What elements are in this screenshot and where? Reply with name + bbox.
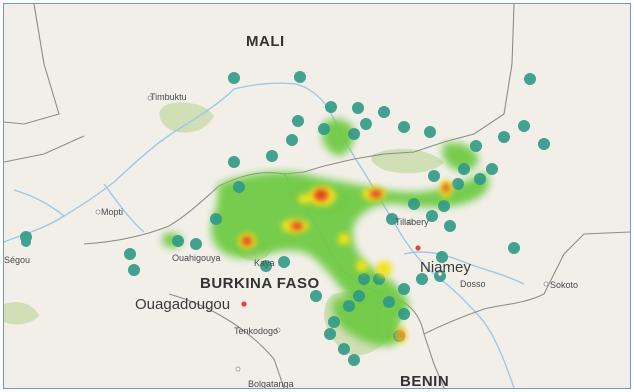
label-timbuktu: Timbuktu bbox=[150, 92, 187, 102]
capital-marker-niamey[interactable] bbox=[415, 245, 421, 251]
label-sokoto: Sokoto bbox=[550, 280, 578, 290]
label-burkina-faso: BURKINA FASO bbox=[200, 275, 320, 292]
label-dosso: Dosso bbox=[460, 279, 486, 289]
label-mali: MALI bbox=[246, 33, 285, 50]
map-canvas: MALI BURKINA FASO BENIN Timbuktu Mopti T… bbox=[4, 4, 630, 388]
label-ouagadougou: Ouagadougou bbox=[135, 296, 230, 313]
label-bolgatanga: Bolgatanga bbox=[248, 379, 294, 388]
label-ouahigouya: Ouahigouya bbox=[172, 253, 221, 263]
map-view[interactable]: MALI BURKINA FASO BENIN Timbuktu Mopti T… bbox=[3, 3, 631, 389]
label-niamey: Niamey bbox=[420, 259, 471, 276]
label-benin: BENIN bbox=[400, 373, 449, 388]
capital-marker-ouagadougou[interactable] bbox=[241, 301, 247, 307]
label-mopti: Mopti bbox=[101, 207, 123, 217]
city-dots bbox=[95, 95, 549, 372]
label-segou: Ségou bbox=[4, 255, 30, 265]
label-kaya: Kaya bbox=[254, 258, 275, 268]
heatmap-layer bbox=[20, 71, 550, 366]
label-tillabery: Tillabery bbox=[395, 217, 429, 227]
label-tenkodogo: Tenkodogo bbox=[234, 326, 278, 336]
